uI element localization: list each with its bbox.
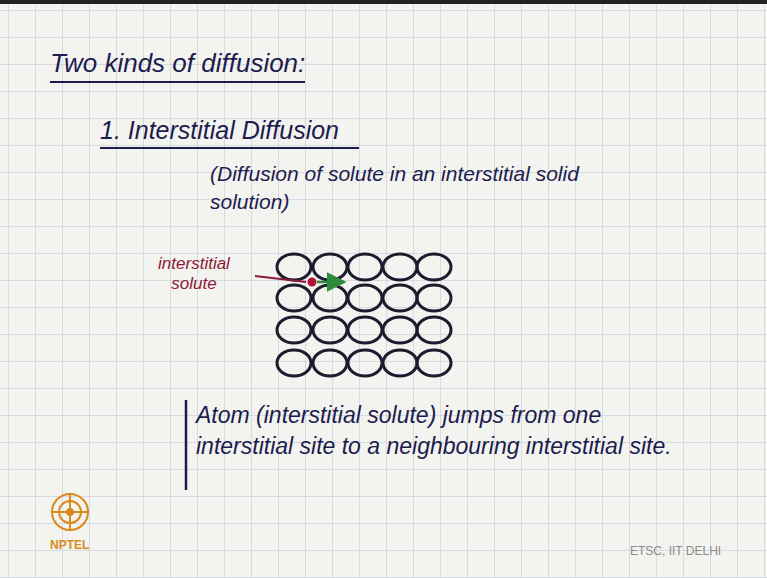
mechanism-note: Atom (interstitial solute) jumps from on… — [196, 400, 696, 462]
definition-note: (Diffusion of solute in an interstitial … — [210, 160, 630, 216]
jump-arrow — [317, 281, 344, 284]
leader-line — [255, 276, 306, 282]
solute-label: interstitial solute — [138, 254, 250, 294]
frame-edge — [0, 0, 767, 4]
nptel-logo — [52, 494, 88, 530]
watermark: ETSC, IIT DELHI — [630, 544, 721, 558]
interstitial-atom — [308, 278, 317, 287]
note-bracket — [185, 400, 188, 490]
lattice-atoms — [277, 254, 451, 376]
section-heading: 1. Interstitial Diffusion — [100, 116, 359, 149]
slide-title: Two kinds of diffusion: — [50, 48, 305, 83]
logo-text: NPTEL — [50, 538, 89, 552]
